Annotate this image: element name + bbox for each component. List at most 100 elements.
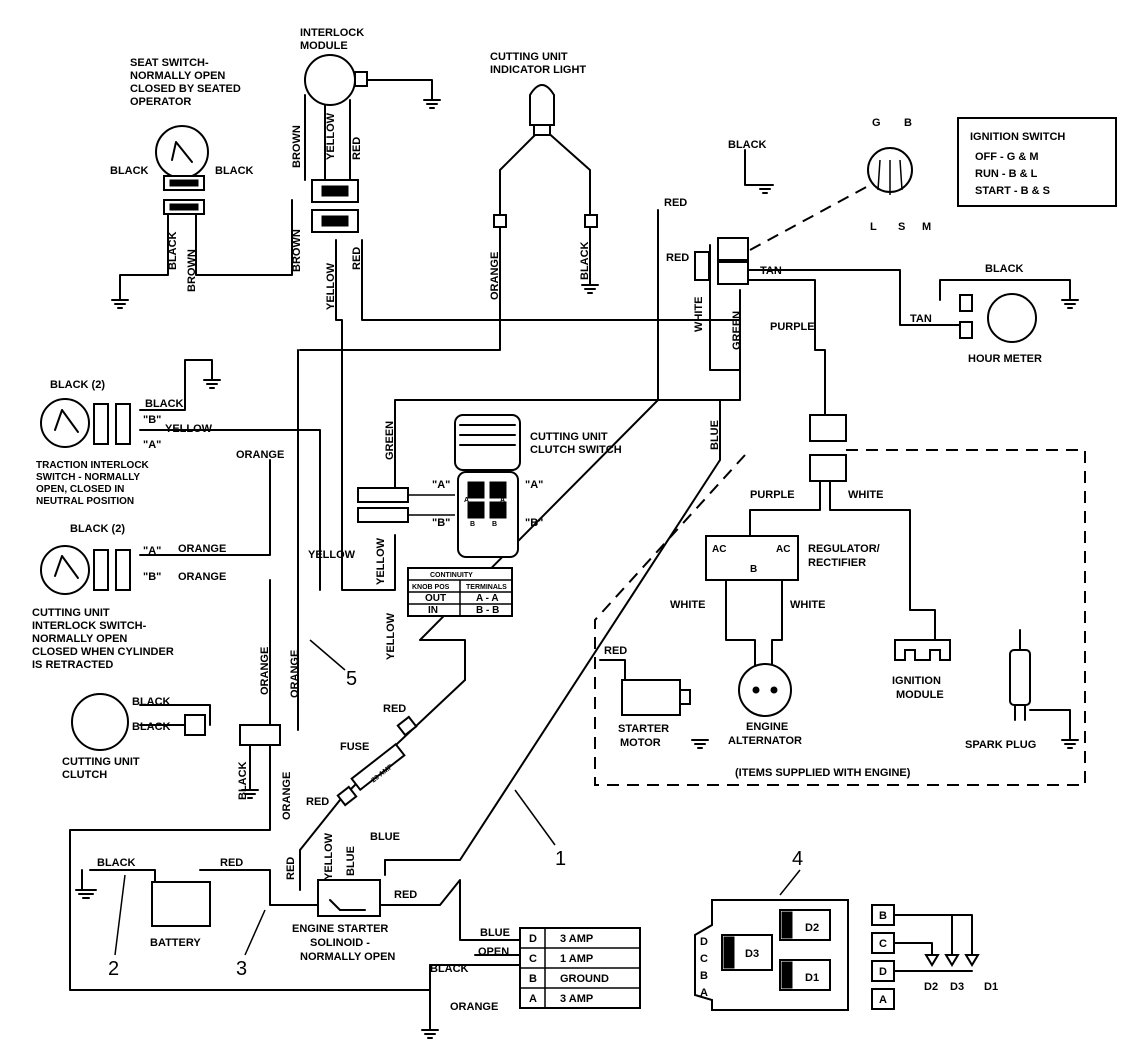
text-labels: INTERLOCK MODULE SEAT SWITCH- NORMALLY O… <box>32 27 1065 1013</box>
key-black-ground-wire <box>744 149 766 186</box>
label: PURPLE <box>750 489 795 501</box>
label: MODULE <box>300 40 348 52</box>
label: ORANGE <box>178 543 226 555</box>
label: SWITCH - NORMALLY <box>36 472 140 483</box>
module-pin: B <box>700 970 708 982</box>
reg-term: AC <box>776 544 790 555</box>
label: ORANGE <box>289 650 301 698</box>
label: RED <box>383 703 406 715</box>
light-orange-wire <box>299 129 541 351</box>
alt-white-wire-1 <box>725 579 756 681</box>
ignition-link-dashed <box>749 184 871 251</box>
label: YELLOW <box>375 537 387 585</box>
ignition-term: L <box>870 221 877 233</box>
grounds <box>75 99 1079 1039</box>
battery-red-wire <box>199 869 321 906</box>
callout-number: 2 <box>108 958 119 980</box>
conn-value: GROUND <box>560 973 609 985</box>
label: RED <box>351 247 363 270</box>
svg-text:INTERLOCK: INTERLOCK <box>300 27 364 39</box>
label: BLUE <box>709 420 721 450</box>
connector-table <box>519 927 641 1009</box>
seat-switch <box>155 125 209 215</box>
label: NORMALLY OPEN <box>300 951 395 963</box>
label: TRACTION INTERLOCK <box>36 460 150 471</box>
ground-symbol <box>691 739 709 749</box>
vertical-labels: BLACK BROWN BROWN BROWN YELLOW RED YELLO… <box>167 112 743 880</box>
label: RED <box>220 857 243 869</box>
label: NORMALLY OPEN <box>130 70 225 82</box>
label: ORANGE <box>450 1001 498 1013</box>
wires <box>69 79 1086 1031</box>
label: ORANGE <box>236 449 284 461</box>
label: SPARK PLUG <box>965 739 1036 751</box>
label: BLUE <box>370 831 400 843</box>
callout-number: 3 <box>236 958 247 980</box>
ignition-module <box>894 629 1031 721</box>
label: YELLOW <box>308 549 356 561</box>
reg-term: AC <box>712 544 726 555</box>
label: ORANGE <box>178 571 226 583</box>
label: NEUTRAL POSITION <box>36 496 134 507</box>
diode-pin: B <box>879 910 887 922</box>
label: BLACK <box>97 857 136 869</box>
diode-pin: C <box>879 938 887 950</box>
ground-symbol <box>111 299 129 309</box>
interlock-module <box>304 54 368 233</box>
pin: B <box>492 521 497 528</box>
tan-wire <box>739 269 961 326</box>
label: CLUTCH SWITCH <box>530 444 622 456</box>
label: MODULE <box>896 689 944 701</box>
label: CUTTING UNIT <box>32 607 110 619</box>
label: BLUE <box>345 846 357 876</box>
label: "B" <box>432 517 450 529</box>
red-key-wire <box>419 209 659 681</box>
label: BROWN <box>291 125 303 168</box>
connectors <box>184 414 847 746</box>
conn-pin: C <box>529 953 537 965</box>
ground-symbol <box>203 379 221 389</box>
label: BLACK (2) <box>70 523 125 535</box>
label: "A" <box>143 439 161 451</box>
orange-bottom-wire <box>69 729 431 991</box>
solenoid <box>317 879 381 917</box>
green-wire <box>394 399 741 501</box>
diode-schematic <box>871 904 980 1010</box>
ground-symbol <box>423 99 441 109</box>
white-key-wire <box>709 244 741 371</box>
label: BLACK <box>132 696 171 708</box>
conn-value: 1 AMP <box>560 953 593 965</box>
battery-black-wire <box>89 869 156 886</box>
label: ENGINE STARTER <box>292 923 388 935</box>
label: ORANGE <box>489 252 501 300</box>
label: CUTTING UNIT <box>62 756 140 768</box>
label: BLACK <box>579 241 591 280</box>
diode-label: D3 <box>950 981 964 993</box>
traction-black-wire <box>139 359 213 411</box>
callout-number: 4 <box>792 848 803 870</box>
label: SOLINOID - <box>310 937 370 949</box>
label: BROWN <box>186 249 198 292</box>
module-pin: D <box>700 936 708 948</box>
diode-label: D1 <box>984 981 998 993</box>
ground-symbol <box>581 284 599 294</box>
cutting-interlock-switch <box>40 545 131 595</box>
ignition-term: M <box>922 221 931 233</box>
module-diode: D1 <box>805 972 819 984</box>
label: RED <box>306 796 329 808</box>
label: "A" <box>432 479 450 491</box>
label: BLACK <box>985 263 1024 275</box>
label: CUTTING UNIT <box>490 51 568 63</box>
label: YELLOW <box>165 423 213 435</box>
engine-items-boundary <box>594 449 1086 786</box>
ignition-term: S <box>898 221 905 233</box>
clutch-black-wire-1 <box>139 704 211 726</box>
yellow-main-wire <box>335 239 396 591</box>
ground-symbol <box>421 1029 439 1039</box>
ignition-row: RUN - B & L <box>975 168 1038 180</box>
label: RECTIFIER <box>808 557 866 569</box>
svg-text:MODULE: MODULE <box>300 40 348 52</box>
ground-symbol <box>241 789 259 799</box>
